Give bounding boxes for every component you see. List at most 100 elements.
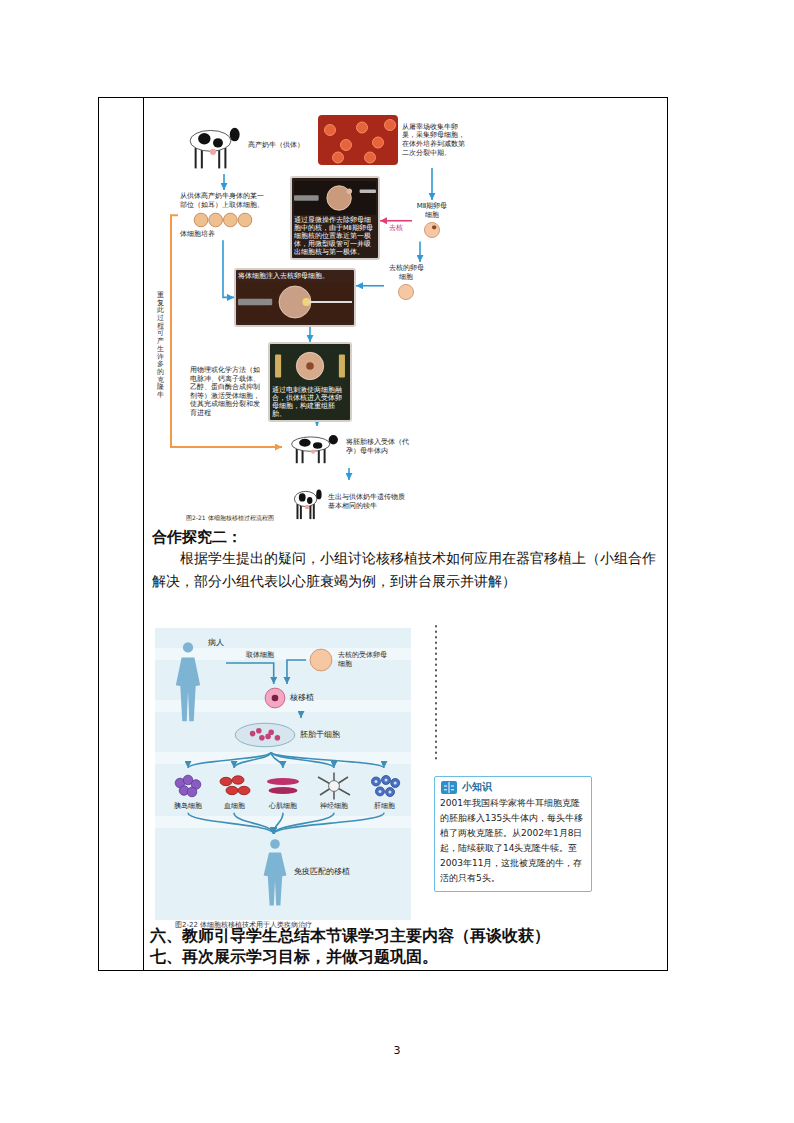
oocyte bbox=[424, 222, 439, 237]
flow-arrow bbox=[419, 242, 421, 263]
recipient-oocyte: 去核的受体卵母细胞 bbox=[306, 644, 390, 676]
cow-leg bbox=[324, 449, 326, 463]
section-heading: 六、教师引导学生总结本节课学习主要内容（再谈收获） bbox=[150, 925, 665, 946]
liver-cell-nucleus bbox=[375, 780, 378, 783]
holding-pipette bbox=[238, 299, 272, 305]
heart-muscle-cells: 心肌细胞 bbox=[259, 768, 307, 813]
flow-arrow bbox=[226, 663, 274, 684]
cow-udder bbox=[311, 450, 315, 454]
flow-arrow bbox=[316, 422, 318, 426]
dotted-rule bbox=[435, 626, 437, 762]
nuclear-transfer-cell: 核移植 bbox=[262, 684, 340, 712]
donor-nucleus bbox=[306, 362, 314, 370]
node-label: 从屠宰场收集牛卵巢，采集卵母细胞，在体外培养到减数第二次分裂中期。 bbox=[398, 123, 470, 158]
node-label: 血细胞 bbox=[212, 802, 256, 811]
oocyte bbox=[279, 286, 311, 318]
node-label: 胚胎干细胞 bbox=[296, 730, 360, 739]
liver-cell bbox=[386, 788, 395, 797]
node-label: 通过显微操作去除卵母细胞中的核，由于MⅡ期卵母细胞核的位置靠近第一极体，用微型吸… bbox=[294, 216, 376, 256]
node-label: 从供体高产奶牛身体的某一部位（如耳）上取体细胞。 bbox=[180, 192, 266, 210]
book-icon bbox=[441, 781, 457, 794]
flow-arrow bbox=[223, 240, 234, 297]
stem-cell bbox=[256, 728, 262, 734]
person-body bbox=[176, 657, 200, 721]
node-label: 将体细胞注入去核卵母细胞。 bbox=[238, 272, 352, 281]
follicle bbox=[341, 140, 352, 151]
ovary-photo bbox=[318, 115, 398, 165]
enucleation-box: 通过显微操作去除卵母细胞中的核，由于MⅡ期卵母细胞核的位置靠近第一极体，用微型吸… bbox=[290, 176, 380, 260]
micrograph bbox=[238, 282, 352, 322]
flow-arrow bbox=[223, 174, 225, 190]
blood-illustration bbox=[214, 771, 254, 801]
cow-head bbox=[329, 435, 338, 444]
book-line bbox=[444, 789, 447, 790]
injection-needle bbox=[309, 301, 352, 303]
follicle bbox=[333, 152, 344, 163]
islet-illustration bbox=[168, 771, 208, 801]
cow-body bbox=[294, 491, 316, 506]
islet-cells: 胰岛细胞 bbox=[164, 768, 212, 813]
polar-body bbox=[347, 188, 352, 193]
cultured-cell bbox=[238, 213, 252, 227]
node-label: 去核的卵母细胞 bbox=[386, 264, 426, 282]
cow-leg bbox=[224, 148, 226, 169]
ovary-step: 从屠宰场收集牛卵巢，采集卵母细胞，在体外培养到减数第二次分裂中期。 bbox=[316, 112, 472, 168]
stem-cell bbox=[265, 734, 271, 740]
cow-patch bbox=[213, 138, 223, 147]
cow-udder bbox=[210, 149, 216, 155]
node-label: 去核的受体卵母细胞 bbox=[334, 651, 388, 669]
electrode bbox=[339, 355, 345, 378]
cow-udder bbox=[305, 505, 310, 510]
mii-oocyte: MⅡ期卵母细胞 bbox=[412, 200, 452, 242]
book-spine bbox=[449, 782, 450, 793]
book-line bbox=[451, 789, 454, 790]
person-illustration bbox=[260, 837, 290, 907]
blood-cells: 血细胞 bbox=[210, 768, 258, 813]
cow-body bbox=[292, 437, 330, 451]
flow-arrow bbox=[309, 327, 311, 342]
nerve-cell-body bbox=[329, 781, 340, 792]
stem-cell bbox=[275, 735, 281, 741]
cow-illustration bbox=[182, 119, 244, 171]
figure-panel bbox=[155, 628, 411, 920]
flow-arrow bbox=[274, 813, 384, 834]
heart-illustration bbox=[263, 771, 303, 801]
book-line bbox=[444, 786, 447, 787]
liver-cell bbox=[391, 779, 400, 788]
edge-label: 去核 bbox=[388, 224, 404, 233]
flow-arrow bbox=[431, 168, 433, 200]
node-label: 肝细胞 bbox=[362, 802, 406, 811]
ovary-illustration bbox=[318, 115, 398, 165]
ntcell-illustration bbox=[264, 687, 286, 709]
node-label: 病人 bbox=[204, 638, 224, 647]
follicle bbox=[357, 122, 368, 133]
box-heading: 小知识 bbox=[440, 780, 586, 794]
donor-cow: 高产奶牛（供体） bbox=[180, 116, 310, 174]
figure-band bbox=[155, 752, 411, 764]
node-label: 心肌细胞 bbox=[261, 802, 305, 811]
knowledge-box: 小知识 2001年我国科学家将牛耳细胞克隆的胚胎移入135头牛体内，每头牛移植了两… bbox=[434, 776, 592, 892]
person-head bbox=[183, 642, 193, 652]
blood-cell bbox=[238, 786, 250, 794]
flow-arrow bbox=[234, 813, 274, 834]
cultured-cell bbox=[223, 213, 237, 227]
node-label: 胰岛细胞 bbox=[166, 802, 210, 811]
blood-cell bbox=[220, 777, 232, 785]
repeat-note: 重复此过程可产生许多的克隆牛 bbox=[157, 292, 164, 400]
follicle bbox=[325, 125, 336, 136]
blood-cell bbox=[226, 786, 238, 794]
cow-patch bbox=[313, 442, 322, 448]
egg0-illustration bbox=[397, 283, 415, 301]
liver-cell-nucleus bbox=[394, 782, 397, 785]
holding-pipette bbox=[294, 195, 319, 200]
cow-patch bbox=[299, 439, 311, 447]
liver-cell-nucleus bbox=[389, 791, 392, 794]
patient: 病人 bbox=[170, 636, 226, 726]
node-label: 将胚胎移入受体（代孕）母牛体内 bbox=[342, 438, 412, 456]
islet-cell bbox=[187, 787, 197, 797]
heart-muscle-cell bbox=[267, 778, 299, 785]
box-body: 2001年我国科学家将牛耳细胞克隆的胚胎移入135头牛体内，每头牛移植了两枚克隆… bbox=[440, 796, 586, 886]
cultured-cell bbox=[194, 213, 208, 227]
liver-cell bbox=[372, 777, 381, 786]
